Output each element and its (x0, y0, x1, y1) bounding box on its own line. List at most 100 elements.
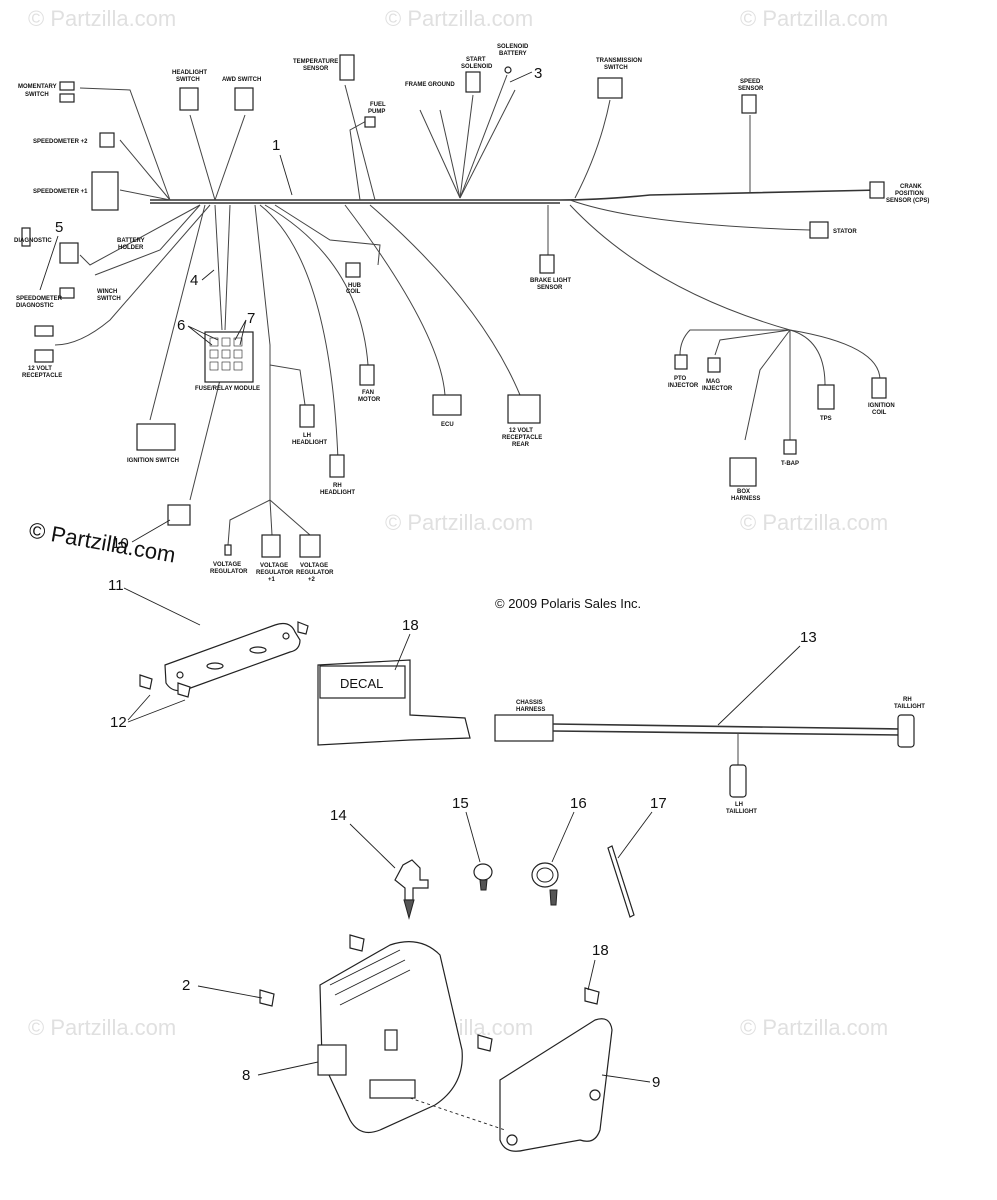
label-diagnostic: DIAGNOSTIC (14, 238, 52, 244)
module-housing-assembly: 2 8 9 18 (182, 934, 660, 1152)
callout-5: 5 (55, 219, 63, 236)
decal-label (319, 665, 406, 699)
fuse-relay-module (204, 331, 254, 383)
watermark: © Partzilla.com (740, 6, 888, 31)
cable-clip-15 (473, 863, 493, 881)
bracket-9 (499, 1018, 613, 1152)
crank-position-sensor-connector (869, 181, 885, 199)
lh-headlight-connector (299, 404, 315, 428)
watermarks: © Partzilla.com © Partzilla.com © Partzi… (28, 6, 888, 1040)
label-stator: STATOR (833, 229, 857, 235)
callout-15: 15 (452, 795, 469, 812)
momentary-switch-connector (59, 81, 75, 91)
label-speedometer-2: SPEEDOMETER +2 (33, 139, 88, 145)
callout-14: 14 (330, 807, 347, 824)
diagnostic-connector (21, 227, 31, 247)
rh-taillight-connector (897, 714, 915, 748)
cable-tie-17 (607, 845, 635, 918)
battery-holder-connector (59, 242, 79, 264)
watermark: © Partzilla.com (740, 510, 888, 535)
callouts-upper: 1 3 4 5 6 7 10 (39, 65, 542, 552)
voltage-regulator-2-connector (299, 534, 321, 558)
voltage-regulator-connector (224, 544, 232, 556)
label-speedometer-1: SPEEDOMETER +1 (33, 189, 88, 195)
rh-headlight-connector (329, 454, 345, 478)
box-harness-connector (729, 457, 757, 487)
callout-7: 7 (247, 310, 255, 327)
winch-switch-connector (34, 325, 54, 337)
screw (297, 621, 309, 635)
volt12-receptacle-rear-connector (507, 394, 541, 424)
housing-terminal-strip (369, 1079, 416, 1099)
relay-10 (167, 504, 191, 526)
label-ignition-switch: IGNITION SWITCH (127, 458, 179, 464)
watermark: © Partzilla.com (385, 6, 533, 31)
callout-2: 2 (182, 977, 190, 994)
watermark: © Partzilla.com (740, 1015, 888, 1040)
label-awd-switch: AWD SWITCH (222, 77, 261, 83)
clips: 14 15 16 17 (330, 795, 667, 920)
callout-10: 10 (112, 535, 129, 552)
housing-tab (317, 1044, 347, 1076)
callout-8: 8 (242, 1067, 250, 1084)
awd-switch-connector (234, 87, 254, 111)
watermark: © Partzilla.com (385, 510, 533, 535)
label-frame-ground: FRAME GROUND (405, 82, 455, 88)
watermark: © Partzilla.com (28, 6, 176, 31)
callout-17: 17 (650, 795, 667, 812)
screw (349, 934, 365, 952)
headlight-switch-connector (179, 87, 199, 111)
connectors (21, 54, 887, 558)
callout-6: 6 (177, 317, 185, 334)
brand-overlay: © Partzilla.com (27, 517, 177, 567)
volt12-receptacle-connector (34, 349, 54, 363)
t-bap-connector (783, 439, 797, 455)
speedometer-1-connector (91, 171, 119, 211)
label-ecu: ECU (441, 422, 454, 428)
ignition-switch-connector (136, 423, 176, 451)
hub-coil-connector (345, 262, 361, 278)
callout-4: 4 (190, 272, 198, 289)
decal-assembly: DECAL 18 (317, 617, 471, 746)
voltage-regulator-1-connector (261, 534, 281, 558)
screw (177, 682, 191, 698)
screw (477, 1034, 493, 1052)
lh-taillight-connector (729, 764, 747, 798)
speedometer-diagnostic-connector (59, 287, 75, 299)
callout-1: 1 (272, 137, 280, 154)
label-fuse-relay-module: FUSE/RELAY MODULE (195, 386, 260, 392)
callout-11: 11 (108, 577, 124, 594)
mag-injector-connector (707, 357, 721, 373)
callout-16: 16 (570, 795, 587, 812)
watermark: © Partzilla.com (28, 1015, 176, 1040)
label-tps: TPS (820, 416, 832, 422)
bracket-assembly: 11 12 (108, 577, 309, 731)
mounting-plate-11 (164, 622, 301, 692)
